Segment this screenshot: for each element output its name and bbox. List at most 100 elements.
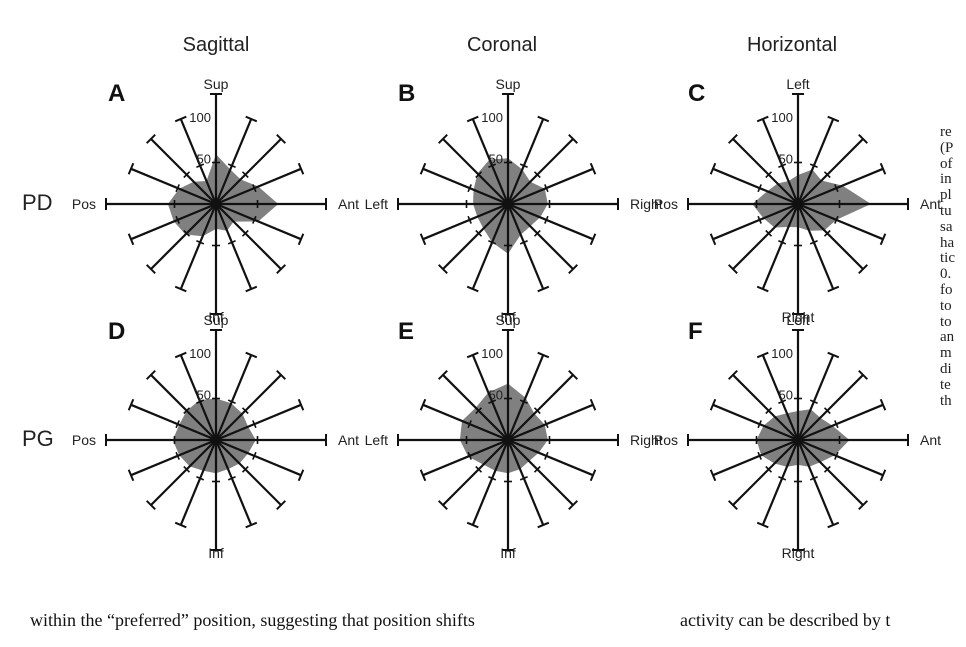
panel-letter-a: A bbox=[108, 80, 126, 107]
axis-label-bottom: Right bbox=[782, 309, 815, 325]
radar-spoke bbox=[727, 133, 799, 205]
radar-spoke bbox=[174, 351, 218, 441]
radar-spoke bbox=[215, 162, 305, 206]
radar-spoke bbox=[502, 93, 514, 204]
radar-spoke bbox=[507, 398, 597, 442]
scale-label-50: 50 bbox=[197, 152, 211, 167]
radar-spoke bbox=[397, 434, 508, 446]
axis-label-right: Ant bbox=[920, 196, 941, 212]
side-text-line: ha bbox=[940, 234, 955, 251]
column-title-sagittal: Sagittal bbox=[182, 34, 250, 56]
radar-spoke bbox=[105, 434, 216, 446]
scale-label-50: 50 bbox=[779, 152, 793, 167]
axis-label-left: Pos bbox=[72, 432, 96, 448]
radar-spoke bbox=[419, 438, 509, 482]
bottom-text-left: within the “preferred” position, suggest… bbox=[30, 610, 475, 630]
side-text-line: fo bbox=[940, 281, 953, 298]
scale-label-50: 50 bbox=[489, 152, 503, 167]
radar-spoke bbox=[127, 162, 217, 206]
radar-spoke bbox=[506, 115, 550, 205]
scale-label-100: 100 bbox=[771, 110, 793, 125]
radar-spoke bbox=[797, 133, 869, 205]
side-text-line: (P bbox=[940, 139, 954, 156]
side-text-line: th bbox=[940, 392, 952, 409]
radar-spoke bbox=[216, 198, 327, 210]
radar-spoke bbox=[174, 115, 218, 205]
radar-spoke bbox=[210, 440, 222, 551]
axis-label-top: Left bbox=[786, 312, 809, 328]
radar-spoke bbox=[709, 438, 799, 482]
radar-spoke bbox=[507, 202, 597, 246]
radar-spoke bbox=[798, 198, 909, 210]
radar-spoke bbox=[214, 351, 258, 441]
scale-label-100: 100 bbox=[481, 346, 503, 361]
panel-letter-c: C bbox=[688, 80, 706, 107]
axis-label-left: Left bbox=[365, 196, 388, 212]
radar-spoke bbox=[437, 369, 509, 441]
side-text-line: tic bbox=[940, 250, 955, 267]
radar-spoke bbox=[419, 202, 509, 246]
axis-label-left: Pos bbox=[654, 432, 678, 448]
radar-area bbox=[752, 169, 871, 231]
panel-letter-b: B bbox=[398, 80, 416, 107]
panel-letter-f: F bbox=[688, 318, 703, 345]
axis-label-left: Pos bbox=[72, 196, 96, 212]
axis-label-left: Pos bbox=[654, 196, 678, 212]
radar-spoke bbox=[687, 198, 798, 210]
side-text-line: sa bbox=[940, 218, 953, 235]
radar-spoke bbox=[792, 440, 804, 551]
radar-spoke bbox=[506, 351, 550, 441]
axis-label-top: Sup bbox=[496, 76, 521, 92]
axis-label-bottom: Inf bbox=[208, 309, 224, 325]
radar-spoke bbox=[507, 203, 579, 275]
radar-spoke bbox=[174, 439, 218, 529]
radar-spoke bbox=[215, 439, 287, 511]
side-text-line: to bbox=[940, 297, 952, 314]
radar-spoke bbox=[709, 398, 799, 442]
radar-spoke bbox=[105, 198, 216, 210]
scale-label-100: 100 bbox=[189, 110, 211, 125]
axis-label-right: Ant bbox=[338, 432, 359, 448]
radar-spoke bbox=[466, 439, 510, 529]
scale-label-100: 100 bbox=[481, 110, 503, 125]
side-text-line: an bbox=[940, 329, 955, 346]
radar-spoke bbox=[506, 439, 550, 529]
radar-spoke bbox=[216, 434, 327, 446]
scale-label-50: 50 bbox=[197, 388, 211, 403]
panel-letter-d: D bbox=[108, 318, 126, 345]
radar-spoke bbox=[174, 203, 218, 293]
radar-spoke bbox=[507, 162, 597, 206]
side-text-line: di bbox=[940, 360, 952, 377]
radar-spoke bbox=[796, 203, 840, 293]
radar-spoke bbox=[727, 369, 799, 441]
radar-spoke bbox=[709, 162, 799, 206]
radar-spoke bbox=[796, 439, 840, 529]
radar-spoke bbox=[419, 398, 509, 442]
axis-label-right: Right bbox=[630, 432, 663, 448]
radar-spoke bbox=[507, 369, 579, 441]
side-text-line: te bbox=[940, 376, 951, 393]
radar-spoke bbox=[437, 133, 509, 205]
radar-spoke bbox=[797, 369, 869, 441]
radar-spoke bbox=[466, 351, 510, 441]
radar-spoke bbox=[502, 204, 514, 315]
axis-label-bottom: Inf bbox=[208, 545, 224, 561]
radar-spoke bbox=[215, 203, 287, 275]
axis-label-right: Ant bbox=[920, 432, 941, 448]
row-label-pg: PG bbox=[22, 426, 54, 451]
radar-spoke bbox=[210, 329, 222, 440]
axis-label-left: Left bbox=[365, 432, 388, 448]
radar-spoke bbox=[127, 398, 217, 442]
side-text-line: pl bbox=[940, 187, 952, 204]
radar-spoke bbox=[215, 133, 287, 205]
radar-spoke bbox=[466, 115, 510, 205]
radar-spoke bbox=[215, 202, 305, 246]
radar-spoke bbox=[127, 202, 217, 246]
radar-spoke bbox=[508, 198, 619, 210]
side-text-line: in bbox=[940, 171, 952, 188]
column-title-horizontal: Horizontal bbox=[746, 34, 838, 56]
radar-spoke bbox=[397, 198, 508, 210]
scale-label-100: 100 bbox=[771, 346, 793, 361]
